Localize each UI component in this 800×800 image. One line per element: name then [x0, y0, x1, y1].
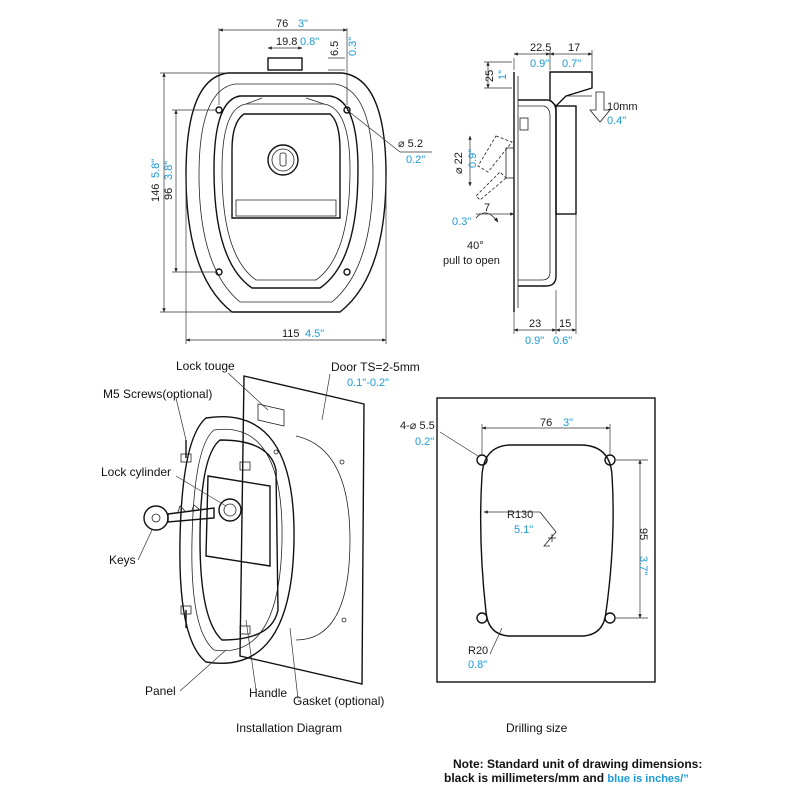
pull-arrow	[475, 212, 499, 223]
svg-text:0.9": 0.9"	[467, 149, 479, 168]
svg-text:0.9": 0.9"	[525, 335, 544, 347]
mount-hole	[343, 268, 351, 276]
svg-text:1": 1"	[497, 70, 509, 80]
svg-text:3.8": 3.8"	[163, 161, 175, 180]
svg-text:0.6": 0.6"	[553, 335, 572, 347]
svg-text:3": 3"	[298, 18, 308, 30]
lock-cylinder	[267, 144, 299, 176]
svg-text:10mm: 10mm	[607, 101, 638, 113]
svg-text:Panel: Panel	[145, 684, 176, 698]
svg-text:R20: R20	[468, 645, 488, 657]
svg-text:76: 76	[540, 417, 552, 429]
outer-panel	[185, 72, 387, 313]
svg-text:Handle: Handle	[249, 686, 287, 700]
svg-text:3.7": 3.7"	[637, 556, 649, 575]
keyhole-icon	[279, 152, 287, 167]
svg-text:Gasket (optional): Gasket (optional)	[293, 694, 384, 708]
svg-text:M5 Screws(optional): M5 Screws(optional)	[103, 387, 212, 401]
svg-text:pull to open: pull to open	[443, 255, 500, 267]
svg-text:115: 115	[282, 328, 300, 340]
svg-text:5.8": 5.8"	[150, 159, 162, 178]
svg-text:76: 76	[276, 18, 288, 30]
svg-text:0.3": 0.3"	[347, 37, 359, 56]
recess	[213, 95, 359, 289]
svg-text:black is millimeters/mm and bl: black is millimeters/mm and blue is inch…	[444, 771, 689, 785]
drilling-frame	[436, 397, 656, 683]
svg-text:22.5: 22.5	[530, 42, 551, 54]
svg-text:5.1": 5.1"	[514, 524, 533, 536]
install-handle	[205, 475, 271, 567]
svg-text:3": 3"	[563, 417, 573, 429]
drill-hole	[476, 612, 488, 624]
svg-text:4-⌀ 5.5: 4-⌀ 5.5	[400, 420, 435, 432]
handle	[231, 113, 341, 219]
side-handle-pivot	[505, 147, 515, 179]
svg-text:0.3": 0.3"	[452, 216, 471, 228]
install-panel	[179, 416, 295, 664]
svg-text:0.1"-0.2": 0.1"-0.2"	[347, 377, 389, 389]
door-panel	[239, 375, 365, 685]
drilling-diagram: 76 3" 4-⌀ 5.5 0.2" 95 3.7" R130 5.1" R20…	[400, 397, 656, 735]
cutout	[479, 444, 614, 637]
svg-text:0.8": 0.8"	[468, 659, 487, 671]
side-tongue	[549, 71, 593, 107]
svg-text:0.7": 0.7"	[562, 58, 581, 70]
install-cylinder	[218, 498, 242, 522]
svg-text:40°: 40°	[467, 240, 484, 252]
svg-text:Installation Diagram: Installation Diagram	[236, 721, 342, 735]
svg-text:23: 23	[529, 318, 541, 330]
side-body	[555, 105, 577, 215]
svg-text:0.8": 0.8"	[300, 36, 319, 48]
svg-text:⌀ 5.2: ⌀ 5.2	[398, 138, 423, 150]
svg-text:15: 15	[559, 318, 571, 330]
handle-lip	[235, 199, 337, 217]
svg-text:96: 96	[163, 188, 175, 200]
svg-text:⌀ 22: ⌀ 22	[453, 152, 465, 174]
svg-text:0.9": 0.9"	[530, 58, 549, 70]
units-note: Note: Standard unit of drawing dimension…	[444, 757, 702, 785]
install-recess	[199, 439, 279, 641]
svg-text:19.8: 19.8	[276, 36, 297, 48]
side-view: 22.5 0.9" 17 0.7" 25 1" 10mm 0.4" ⌀ 22 0…	[443, 42, 638, 347]
svg-text:146: 146	[150, 184, 162, 202]
lock-tongue-top	[267, 57, 303, 71]
svg-text:17: 17	[568, 42, 580, 54]
svg-text:Keys: Keys	[109, 553, 136, 567]
gasket	[295, 435, 351, 641]
svg-text:Door TS=2-5mm: Door TS=2-5mm	[331, 360, 420, 374]
svg-text:R130: R130	[507, 509, 533, 521]
svg-text:0.4": 0.4"	[607, 115, 626, 127]
svg-text:Note: Standard unit of drawing: Note: Standard unit of drawing dimension…	[453, 757, 702, 771]
handle-open-ghost	[477, 135, 513, 173]
svg-text:Drilling size: Drilling size	[506, 721, 568, 735]
drill-hole	[476, 454, 488, 466]
svg-text:Lock cylinder: Lock cylinder	[101, 465, 171, 479]
travel-arrow	[589, 91, 611, 123]
note-blue: blue is inches/”	[607, 773, 688, 785]
svg-text:25: 25	[484, 70, 496, 82]
mount-hole	[215, 106, 223, 114]
svg-text:6.5: 6.5	[329, 41, 341, 56]
drill-hole	[604, 454, 616, 466]
svg-text:0.2": 0.2"	[415, 436, 434, 448]
svg-text:7: 7	[484, 202, 490, 214]
key-blade	[167, 507, 215, 523]
front-view: 76 3" 19.8 0.8" 6.5 0.3" ⌀ 5.2 0.2" 146 …	[150, 18, 432, 344]
svg-text:95: 95	[637, 528, 649, 540]
svg-text:4.5": 4.5"	[305, 328, 324, 340]
note-black: black is millimeters/mm and	[444, 771, 607, 785]
key-head	[143, 505, 169, 531]
svg-text:0.2": 0.2"	[406, 154, 425, 166]
mount-hole	[343, 106, 351, 114]
drill-hole	[604, 612, 616, 624]
recess-inner	[221, 103, 351, 281]
install-tongue	[257, 403, 285, 427]
installation-diagram: Lock touge Door TS=2-5mm 0.1"-0.2" M5 Sc…	[101, 359, 420, 735]
svg-text:Lock touge: Lock touge	[176, 359, 235, 373]
